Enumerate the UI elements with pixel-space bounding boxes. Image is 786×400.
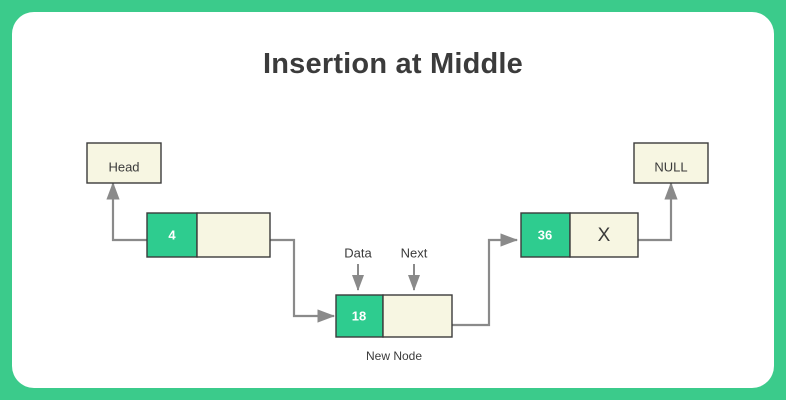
new-node-next-cell (382, 294, 453, 338)
new-node-data-value: 18 (352, 308, 366, 323)
null-box: NULL (633, 142, 709, 184)
connector-node1-to-newnode (270, 238, 336, 323)
connector-node1-to-head (106, 181, 147, 242)
new-node-data-cell (335, 294, 384, 338)
new-node-caption: New Node (366, 349, 422, 363)
head-box: Head (86, 142, 162, 184)
diagram-card: Insertion at Middle Head (12, 12, 774, 388)
node-1-data-value: 4 (168, 227, 176, 242)
data-annotation-label: Data (344, 245, 372, 260)
connector-node3-to-null (638, 181, 678, 242)
data-annotation: Data (344, 245, 372, 291)
head-box-label: Head (108, 159, 139, 174)
node-3-data-cell (520, 212, 571, 258)
list-node-new: 18 (335, 294, 453, 338)
page-title: Insertion at Middle (263, 48, 523, 80)
node-1-next-cell (196, 212, 271, 258)
node-3-next-cell (569, 212, 639, 258)
next-annotation: Next (401, 245, 428, 291)
connector-newnode-to-node3 (452, 233, 519, 327)
linked-list-diagram: Head NULL 4 36 X (86, 142, 709, 363)
list-node-3: 36 X (520, 212, 639, 258)
list-node-1: 4 (146, 212, 271, 258)
node-3-data-value: 36 (538, 227, 552, 242)
node-3-next-value: X (598, 225, 611, 246)
next-annotation-label: Next (401, 245, 428, 260)
null-box-label: NULL (654, 159, 687, 174)
node-1-data-cell (146, 212, 198, 258)
